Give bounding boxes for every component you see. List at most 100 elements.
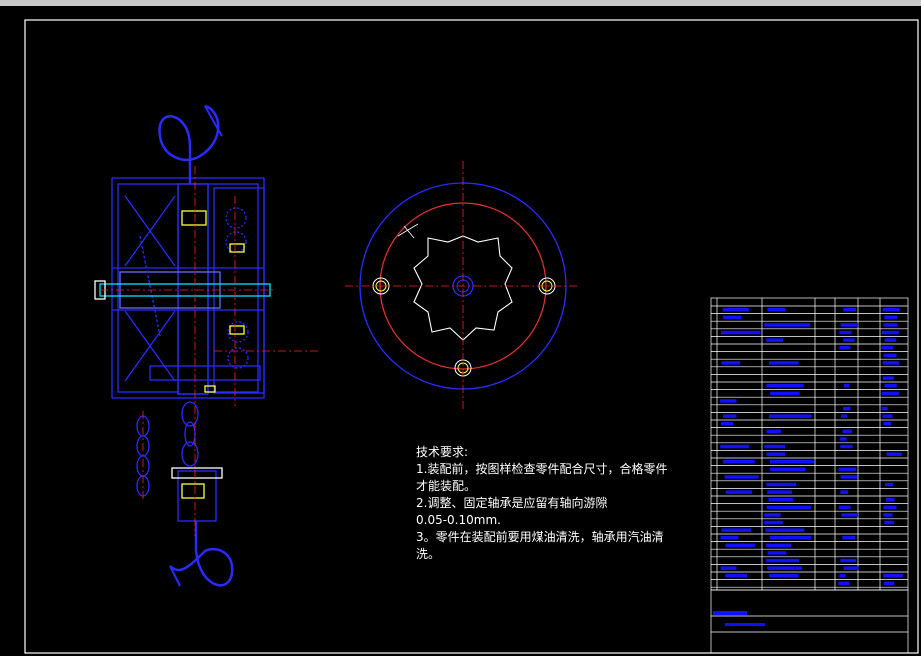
part-entry-bar — [882, 414, 893, 418]
part-entry-bar — [767, 566, 803, 570]
part-entry-bar — [722, 460, 755, 464]
part-entry-bar — [769, 467, 806, 472]
part-entry-bar — [839, 574, 846, 578]
part-entry-bar — [840, 558, 857, 563]
part-entry-bar — [725, 543, 755, 548]
part-entry-bar — [838, 505, 851, 510]
part-entry-bar — [766, 452, 785, 456]
part-entry-bar — [882, 361, 900, 365]
side-view[interactable] — [345, 161, 580, 411]
part-entry-bar — [843, 338, 855, 342]
part-entry-bar — [840, 437, 847, 441]
part-entry-bar — [881, 330, 899, 335]
part-entry-bar — [768, 498, 794, 502]
part-entry-bar — [722, 315, 742, 320]
cad-drawing-canvas[interactable] — [0, 6, 921, 656]
part-entry-bar — [721, 528, 751, 532]
part-entry-bar — [884, 520, 895, 525]
part-entry-bar — [883, 574, 903, 578]
part-entry-bar — [720, 422, 734, 426]
part-entry-bar — [881, 346, 894, 350]
part-entry-bar — [769, 460, 814, 464]
part-entry-bar — [764, 520, 783, 525]
part-entry-bar — [766, 558, 800, 563]
tech-req-line: 0.05-0.10mm. — [416, 513, 501, 527]
part-entry-bar — [838, 581, 850, 586]
part-entry-bar — [842, 429, 853, 434]
part-entry-bar — [720, 566, 737, 570]
part-entry-bar — [766, 505, 811, 510]
tech-req-title: 技术要求: — [416, 445, 469, 459]
part-entry-bar — [883, 422, 891, 426]
part-entry-bar — [881, 391, 899, 396]
part-entry-bar — [883, 581, 895, 586]
parts-list-entries — [720, 308, 903, 586]
part-entry-bar — [882, 376, 894, 380]
part-entry-bar — [840, 414, 848, 418]
bottom-hook-shape — [169, 521, 234, 587]
part-entry-bar — [883, 513, 893, 517]
part-entry-bar — [766, 482, 797, 487]
part-entry-bar — [882, 308, 900, 312]
part-entry-bar — [766, 543, 792, 548]
part-entry-bar — [720, 399, 737, 403]
part-entry-bar — [842, 536, 856, 540]
part-entry-bar — [838, 467, 857, 472]
part-entry-bar — [843, 566, 859, 570]
part-entry-bar — [841, 513, 859, 517]
hoist-section-view[interactable] — [94, 104, 271, 587]
part-entry-bar — [720, 444, 749, 449]
part-entry-bar — [884, 315, 898, 320]
tech-req-line: 3。零件在装配前要用煤油清洗，轴承用汽油清 — [416, 530, 664, 544]
technical-requirements: 技术要求: 1.装配前，按图样检查零件配合尺寸，合格零件 才能装配。 2.调整、… — [416, 444, 706, 563]
part-entry-bar — [767, 308, 786, 312]
left-centerlines — [100, 166, 320, 536]
part-entry-bar — [884, 384, 897, 388]
part-entry-bar — [767, 490, 793, 494]
part-entry-bar — [769, 536, 812, 540]
tech-req-line: 洗。 — [416, 547, 441, 561]
chain-links — [136, 401, 199, 497]
part-entry-bar — [769, 361, 799, 365]
part-entry-bar — [767, 551, 787, 555]
part-entry-bar — [720, 536, 739, 540]
part-entry-bar — [725, 490, 753, 494]
part-entry-bar — [884, 338, 897, 342]
part-entry-bar — [840, 490, 849, 494]
part-entry-bar — [840, 323, 859, 327]
part-entry-bar — [885, 498, 895, 502]
part-entry-bar — [883, 323, 898, 327]
top-hook-shape — [158, 104, 220, 188]
part-entry-bar — [839, 346, 851, 350]
part-entry-bar — [722, 308, 749, 312]
part-entry-bar — [840, 444, 853, 449]
tech-req-line: 1.装配前，按图样检查零件配合尺寸，合格零件 — [416, 462, 668, 476]
window-top-strip — [0, 0, 921, 6]
part-entry-bar — [843, 384, 850, 388]
drawing-frame — [24, 19, 919, 654]
part-entry-bar — [766, 429, 782, 434]
part-entry-bar — [764, 323, 811, 327]
parts-list-table[interactable] — [710, 297, 909, 591]
part-entry-bar — [886, 452, 902, 456]
tech-req-line: 才能装配。 — [416, 479, 477, 493]
part-entry-bar — [721, 330, 761, 335]
part-entry-bar — [765, 528, 805, 532]
title-block — [710, 589, 909, 654]
part-entry-bar — [721, 361, 741, 365]
tech-req-line: 2.调整、固定轴承是应留有轴向游隙 — [416, 496, 608, 510]
part-entry-bar — [766, 384, 804, 388]
bolt-circle-holes — [372, 277, 556, 377]
part-entry-bar — [764, 444, 786, 449]
part-entry-bar — [885, 482, 894, 487]
part-entry-bar — [839, 330, 852, 335]
part-entry-bar — [842, 406, 851, 411]
part-entry-bar — [766, 338, 784, 342]
part-entry-bar — [725, 574, 747, 578]
part-entry-bar — [768, 414, 812, 418]
part-entry-bar — [769, 574, 799, 578]
part-entry-bar — [843, 308, 857, 312]
part-entry-bar — [883, 505, 897, 510]
part-entry-bar — [764, 513, 781, 517]
part-entry-bar — [769, 391, 800, 396]
